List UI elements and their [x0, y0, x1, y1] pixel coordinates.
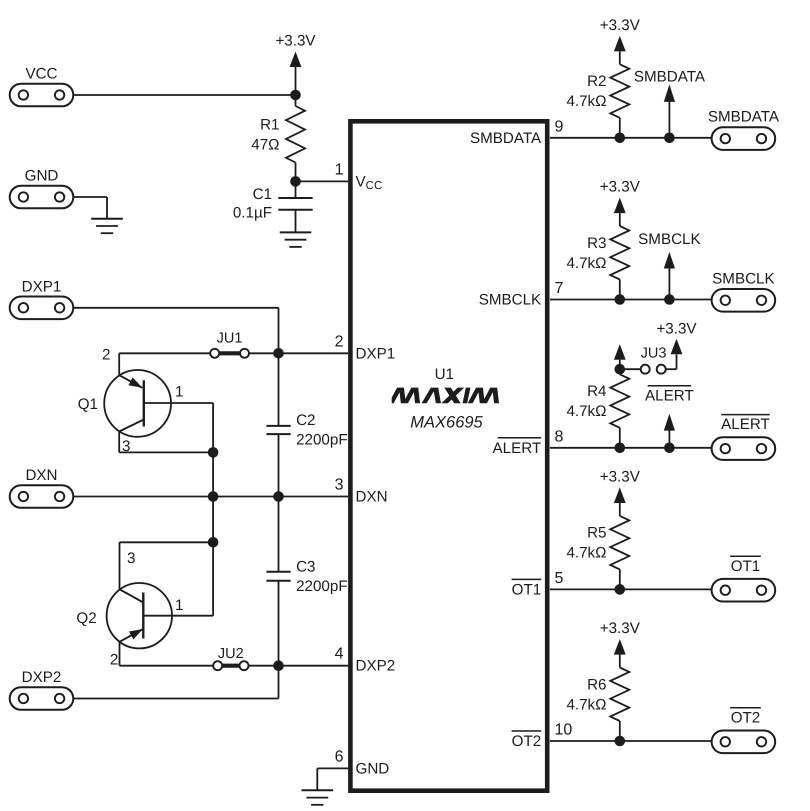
- svg-text:2: 2: [110, 652, 118, 669]
- svg-text:R1: R1: [260, 116, 279, 133]
- svg-text:OT2: OT2: [731, 709, 761, 726]
- svg-text:7: 7: [555, 280, 564, 297]
- svg-text:C2: C2: [296, 412, 315, 429]
- svg-text:1: 1: [175, 597, 183, 614]
- svg-text:SMBCLK: SMBCLK: [479, 292, 541, 309]
- svg-text:10: 10: [555, 722, 573, 739]
- svg-text:JU3: JU3: [641, 346, 667, 362]
- svg-text:4: 4: [335, 646, 344, 663]
- svg-text:DXP2: DXP2: [22, 669, 62, 686]
- svg-text:DXP1: DXP1: [356, 345, 396, 362]
- svg-text:0.1µF: 0.1µF: [233, 205, 272, 222]
- svg-text:1: 1: [175, 384, 183, 401]
- svg-text:R4: R4: [587, 383, 606, 400]
- svg-text:+3.3V: +3.3V: [600, 17, 641, 34]
- svg-text:SMBCLK: SMBCLK: [638, 231, 700, 248]
- svg-text:JU2: JU2: [218, 646, 244, 662]
- svg-text:2200pF: 2200pF: [296, 432, 348, 449]
- svg-text:OT2: OT2: [512, 733, 542, 750]
- svg-text:OT1: OT1: [731, 558, 761, 575]
- svg-text:+3.3V: +3.3V: [275, 33, 316, 50]
- svg-text:GND: GND: [356, 760, 390, 777]
- svg-text:MAX6695: MAX6695: [410, 414, 483, 432]
- svg-text:R3: R3: [587, 235, 606, 252]
- svg-text:ALERT: ALERT: [645, 387, 694, 404]
- svg-text:3: 3: [127, 550, 135, 567]
- svg-text:8: 8: [555, 428, 564, 445]
- svg-text:DXN: DXN: [25, 467, 57, 484]
- svg-text:JU1: JU1: [217, 331, 243, 347]
- svg-text:2: 2: [335, 333, 344, 350]
- svg-text:Q1: Q1: [78, 396, 98, 413]
- svg-text:4.7kΩ: 4.7kΩ: [566, 255, 606, 272]
- svg-text:4.7kΩ: 4.7kΩ: [566, 93, 606, 110]
- svg-text:SMBDATA: SMBDATA: [708, 109, 780, 126]
- svg-text:ALERT: ALERT: [721, 416, 770, 433]
- svg-text:1: 1: [335, 161, 344, 178]
- svg-text:5: 5: [555, 570, 564, 587]
- svg-text:ALERT: ALERT: [493, 440, 542, 457]
- svg-text:+3.3V: +3.3V: [600, 469, 641, 486]
- svg-text:+3.3V: +3.3V: [600, 620, 641, 637]
- svg-text:DXP2: DXP2: [356, 658, 396, 675]
- svg-text:+3.3V: +3.3V: [656, 320, 697, 337]
- svg-text:3: 3: [122, 438, 130, 455]
- svg-text:U1: U1: [435, 366, 454, 383]
- svg-text:6: 6: [335, 748, 344, 765]
- svg-text:R6: R6: [587, 676, 606, 693]
- svg-text:47Ω: 47Ω: [251, 136, 279, 153]
- svg-text:C3: C3: [296, 559, 315, 576]
- svg-text:4.7kΩ: 4.7kΩ: [566, 403, 606, 420]
- svg-text:R5: R5: [587, 525, 606, 542]
- svg-text:Q2: Q2: [76, 610, 96, 627]
- svg-text:2: 2: [102, 347, 110, 364]
- svg-text:SMBCLK: SMBCLK: [712, 270, 774, 287]
- svg-text:SMBDATA: SMBDATA: [634, 69, 706, 86]
- svg-text:DXN: DXN: [356, 489, 388, 506]
- svg-text:C1: C1: [253, 186, 272, 203]
- svg-text:3: 3: [335, 477, 344, 494]
- svg-text:VCC: VCC: [25, 66, 57, 83]
- svg-text:9: 9: [555, 118, 564, 135]
- svg-text:4.7kΩ: 4.7kΩ: [566, 545, 606, 562]
- svg-text:SMBDATA: SMBDATA: [470, 130, 542, 147]
- svg-text:4.7kΩ: 4.7kΩ: [566, 696, 606, 713]
- svg-text:2200pF: 2200pF: [296, 578, 348, 595]
- svg-text:GND: GND: [25, 168, 59, 185]
- svg-text:+3.3V: +3.3V: [600, 179, 641, 196]
- svg-text:DXP1: DXP1: [22, 279, 62, 296]
- svg-text:R2: R2: [587, 73, 606, 90]
- svg-text:OT1: OT1: [512, 581, 542, 598]
